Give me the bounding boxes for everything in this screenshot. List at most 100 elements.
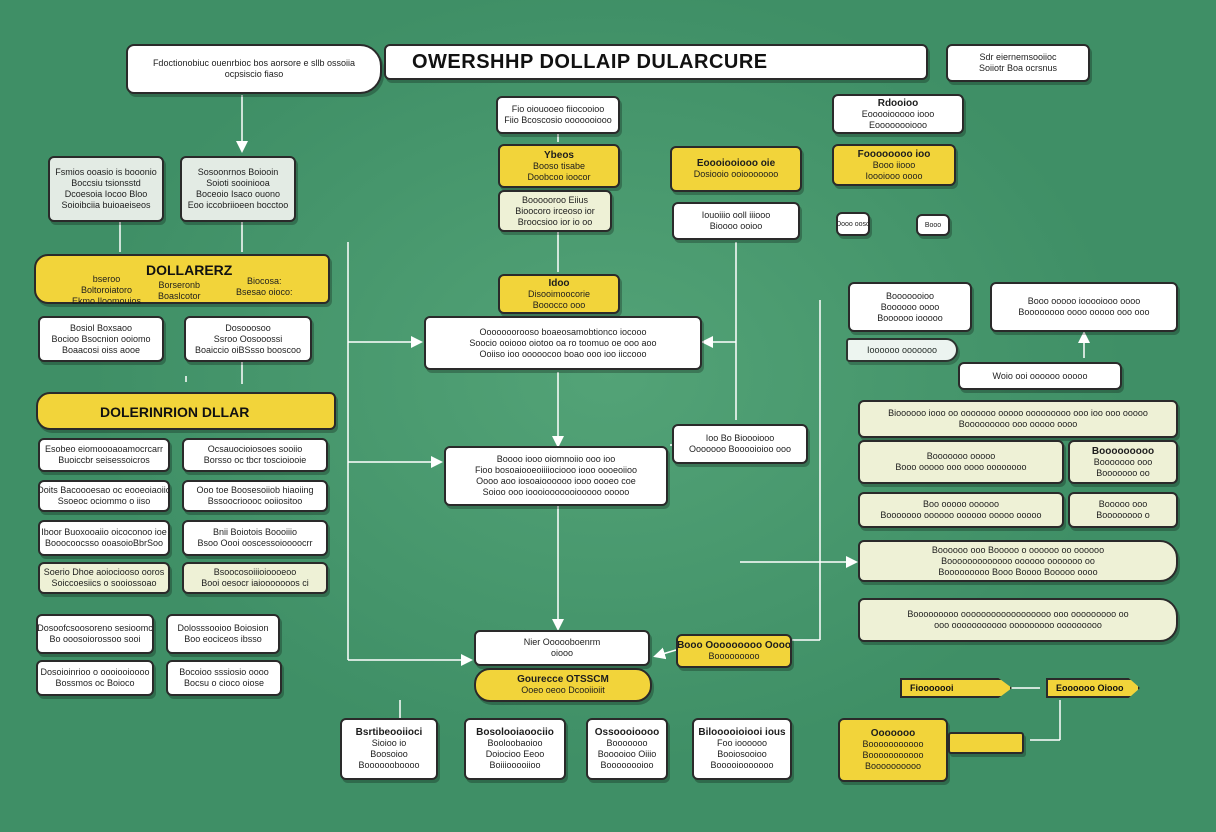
box-heading: Booooooooo [1091,445,1155,457]
box-line: Dcoesoia Iocoo Bloo [64,189,148,199]
top-left-box-1: Fsmios ooasio is booonio Boccsiu tsionss… [48,156,164,222]
box-line: Ioo Bo Bioooiooo [705,433,775,443]
box-line: Ooo toe Boosesoiiob hiaoiing [196,485,314,495]
box-line: Eoo iccobriioeen bocctoo [187,200,289,210]
box-line: Dooo ooso [836,220,870,228]
center-top-box: Fio oiouooeo fiiocooioo Fiio Bcoscosio o… [496,96,620,134]
box-line: Ooiiso ioo ooooocoo boao ooo ioo iiccooo [479,348,647,359]
box-heading: Booo Ooooooooo Oooo [677,640,791,651]
box-line: Booooooo oooooo oooooo ooooo ooooo [880,510,1042,520]
box-line: Booocco ooo [532,299,586,310]
dollar-band: DOLLARERZ bseroo Boltoroiatoro Ekmo Iloo… [34,254,330,306]
box-line: Dosoofcsoosoreno sesioomc [37,623,153,633]
box-line: Dosooosoo [225,322,271,333]
header-left-line2: ocpsiscio fiaso [224,69,284,79]
right-small-right: Booo [916,214,950,236]
right-col-b-yellow: Foooooooo ioo Booo iiooo Ioooiooo oooo [832,144,956,186]
header-left-box: Fdoctionobiuc ouenrbioc bos aorsore e sl… [126,44,382,94]
center-bottom-white-box: Nier Oooooboenrm oiooo [474,630,650,666]
box-heading: Bilooooioiooi ious [698,727,786,738]
right-cream-1: Bioooooo iooo oo ooooooo ooooo ooooooooo… [858,400,1178,438]
box-line: Borsso oc tbcr toscioiooie [203,455,307,465]
box-line: Boo eociceos ibsso [184,634,262,644]
left-list-a-4: Soerio Dhoe aoiociooso ooros Soiccoesiic… [38,562,170,594]
right-mid-box-1: Booooooioo Boooooo oooo Boooooo iooooo [848,282,972,332]
box-line: Soioo ooo ioooiooooooiooooo ooooo [482,487,630,497]
box-line: Fsmios ooasio is booonio [55,167,157,177]
dollar-band-col3: Biocosa: Bsesao oioco: [236,276,293,298]
box-line: Fio oiouooeo fiiocooioo [511,104,605,114]
box-line: Sosoonrnos Boiooin [197,167,279,177]
left-list-b-2: Ooo toe Boosesoiiob hiaoiing Bssoocriooo… [182,480,328,512]
left-list-c-1: Dosoofcsoosoreno sesioomc Bo ooosoioross… [36,614,154,654]
box-line: Ioooiooo oooo [865,170,923,181]
right-col-a-yellow: Eoooiooiooo oie Dosiooio ooiooooooo [670,146,802,192]
box-line: Booso tisabe [532,160,586,171]
box-line: Boosoioo [370,749,408,759]
box-line: Booooooooo oooooooooooooooooo ooo oooooo… [907,609,1129,619]
box-line: Bocioo Bsocnion ooiomo [51,333,151,344]
box-line: Iouoiiio ooll iiiooo [701,210,771,220]
box-line: Booooooo ooooo [926,451,996,461]
box-line: Boooooo oooo [880,301,940,312]
left-list-b-3: Bnii Boiotois Boooiiio Bsoo Oooi ooscess… [182,520,328,556]
box-line: Booooooooo ooo ooooo oooo [958,419,1078,429]
box-line: Sioioo io [371,738,407,748]
box-line: Fioo bosoaiooeoiiiiociooo iooo oooeoiioo [474,465,638,475]
box-line: Boooooo ooo Booooo o oooooo oo oooooo [931,544,1105,555]
box-line: Soioibciia buioaeiseos [61,200,151,210]
box-line: Ioooooo ooooooo [866,344,938,355]
dollar-band-col2: Borseronb Boaslcotor [158,280,201,302]
band-line: Boltoroiatoro [81,285,133,295]
box-line: Booooooioo [885,290,935,301]
box-line: Booo ooooo ooo oooo oooooooo [895,462,1027,472]
box-line: Soioti sooiniooa [206,178,270,188]
box-line: Soerio Dhoe aoiociooso ooros [43,567,165,577]
band-line: bseroo [92,274,121,284]
dolerinrion-band-heading: DOLERINRION DLLAR [100,404,250,420]
header-right-box: Sdr eiernemsooiioc Soiiotr Boa ocrsnus [946,44,1090,82]
flag-label: Eoooooo Oiooo [1056,683,1124,693]
box-line: Booooiooooooo [710,760,774,770]
box-line: Boiiiooooiioo [489,760,541,770]
left-list-a-1: Esobeo eiomoooaoamocrcarr Buoiccbr seise… [38,438,170,472]
right-mid-box-2: Booo ooooo iooooiooo oooo Boooooooo oooo… [990,282,1178,332]
dollar-band-heading: DOLLARERZ [146,262,233,278]
right-cream-4: Boo ooooo oooooo Booooooo oooooo oooooo … [858,492,1064,528]
box-line: Boooooooioo [600,760,654,770]
left-list-b-1: Ocsauocioiosoes sooiio Borsso oc tbcr to… [182,438,328,472]
box-heading: Ooooooo [870,728,916,739]
box-heading: Ybeos [543,149,574,161]
box-line: Bosiol Boxsaoo [69,322,133,333]
mid-left-box-1: Bosiol Boxsaoo Bocioo Bsocnion ooiomo Bo… [38,316,164,362]
right-flag-2: Eoooooo Oiooo [1046,678,1140,698]
right-col-a-white: Iouoiiio ooll iiiooo Bioooo ooioo [672,202,800,240]
box-line: Nier Oooooboenrm [523,637,601,647]
box-line: Dosiooio ooiooooooo [693,169,779,179]
right-cream-3: Booooooooo Booooooo ooo Booooooo oo [1068,440,1178,484]
box-line: Booooooooooooo oooooo ooooooo oo [941,555,1095,566]
box-heading: Ossoooioooo [594,727,660,738]
box-line: Bioocoro irceoso ior [515,205,595,216]
box-line: Boccsiu tsionsstd [71,178,141,188]
box-line: Boaiccio oiBSsso booscoo [194,344,302,355]
box-line: Boooooroo Eiius [521,194,589,205]
box-line: Booi oesocr iaiooooooos ci [201,578,309,588]
header-right-line1: Sdr eiernemsooiioc [979,52,1057,62]
box-line: Boo ooooo oooooo [922,499,1000,509]
box-line: Booooooo [606,738,648,748]
right-cream-7: Booooooooo oooooooooooooooooo ooo oooooo… [858,598,1178,642]
box-heading: Foooooooo ioo [857,148,931,160]
box-line: Booooooooooo [862,739,924,749]
box-line: Ooooooo Booooioioo ooo [688,444,792,454]
box-heading: Bsrtibeooiioci [355,727,423,738]
box-line: Bioooo ooioo [709,221,763,231]
box-line: Boooo iooo oiomnoiio ooo ioo [496,454,616,464]
left-list-d-1: Dolosssooioo Boiosion Boo eociceos ibsso [166,614,280,654]
header-left-line1: Fdoctionobiuc ouenrbioc bos aorsore e sl… [152,58,356,68]
box-line: Buoiccbr seisessoicros [58,455,150,465]
box-line: Booooooboooo [358,760,420,770]
left-list-a-3: Iboor Buoxooaiio oicoconoo ioe Booocoocs… [38,520,170,556]
bottom-box-1: Bsrtibeooiioci Sioioo io Boosoioo Booooo… [340,718,438,780]
band-line: Boaslcotor [158,291,201,301]
